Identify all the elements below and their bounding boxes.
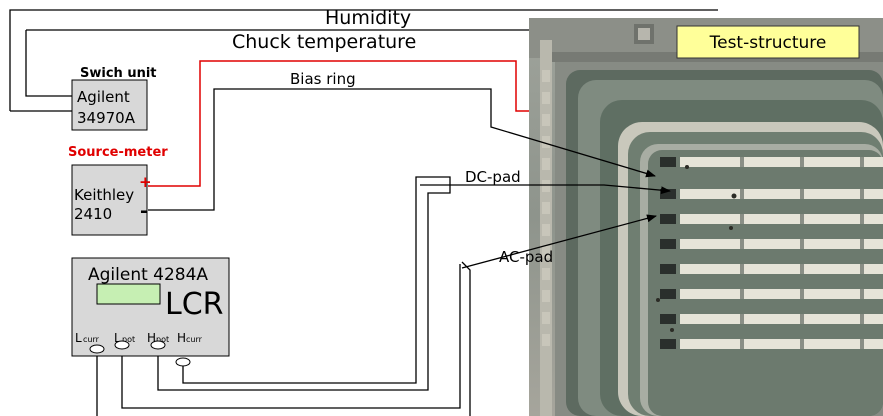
dc-pad-label: DC-pad xyxy=(465,168,521,186)
sensor-photo xyxy=(529,18,883,416)
chuck-temperature-label: Chuck temperature xyxy=(232,31,416,53)
switch-unit-title: Swich unit xyxy=(80,66,157,81)
lcr-terminal-hcurr-big: H xyxy=(177,331,186,345)
source-meter-plus: + xyxy=(139,173,152,191)
source-meter: Source-meter Keithley 2410 + - xyxy=(68,145,168,235)
lcr-terminal-lcurr-connector xyxy=(90,345,104,353)
switch-unit: Swich unit Agilent 34970A xyxy=(72,66,157,130)
lcr-terminal-lcurr-sub: curr xyxy=(83,335,100,344)
humidity-label: Humidity xyxy=(325,7,411,29)
source-meter-line1: Keithley xyxy=(74,186,134,204)
source-meter-minus: - xyxy=(140,201,147,222)
bias-ring-label: Bias ring xyxy=(290,70,356,88)
lcr-model-name: Agilent 4284A xyxy=(88,265,208,285)
source-meter-title: Source-meter xyxy=(68,145,168,160)
switch-unit-line2: 34970A xyxy=(77,109,136,127)
source-meter-line2: 2410 xyxy=(74,205,112,223)
lcr-meter: Agilent 4284A LCR L curr L pot H pot H c… xyxy=(72,258,229,366)
lcr-terminal-hcurr-connector xyxy=(176,358,190,366)
switch-unit-line1: Agilent xyxy=(77,88,130,106)
lcr-terminal-hcurr-sub: curr xyxy=(186,335,203,344)
ac-pad-label: AC-pad xyxy=(499,248,553,266)
test-structure-label-box: Test-structure xyxy=(677,26,859,58)
lcr-display xyxy=(97,284,160,304)
lcr-big-label: LCR xyxy=(165,287,224,322)
lcr-terminal-lcurr-big: L xyxy=(75,331,82,345)
lcr-terminal-hpot-connector xyxy=(151,341,165,349)
test-structure-label: Test-structure xyxy=(709,33,827,53)
lcr-terminal-lpot-connector xyxy=(115,341,129,349)
